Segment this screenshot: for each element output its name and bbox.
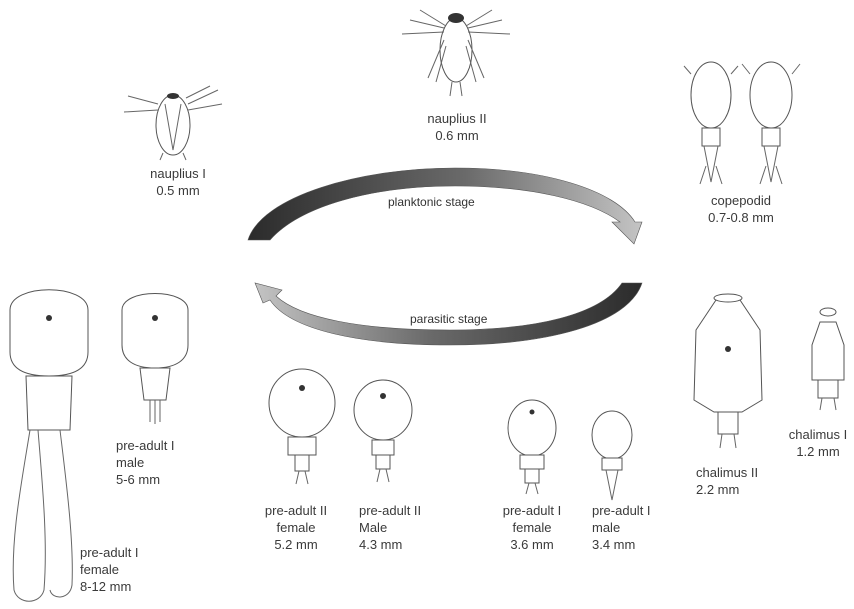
- stage-sex: female: [488, 519, 576, 536]
- stage-size: 8-12 mm: [80, 578, 139, 595]
- adult-female-label: pre-adult I female 8-12 mm: [80, 544, 139, 595]
- stage-sex: Male: [359, 519, 421, 536]
- stage-sex: male: [116, 454, 175, 471]
- adult-male-label: pre-adult I male 5-6 mm: [116, 437, 175, 488]
- preadult-1-female-label: pre-adult I female 3.6 mm: [488, 502, 576, 553]
- stage-name: pre-adult I: [80, 544, 139, 561]
- preadult-1-male-label: pre-adult I male 3.4 mm: [592, 502, 651, 553]
- nauplius-2-drawing: [402, 10, 510, 96]
- stage-size: 4.3 mm: [359, 536, 421, 553]
- stage-size: 3.6 mm: [488, 536, 576, 553]
- chalimus-2-label: chalimus II 2.2 mm: [696, 464, 758, 498]
- chalimus-2-drawing: [694, 294, 762, 448]
- nauplius-1-label: nauplius I 0.5 mm: [138, 165, 218, 199]
- planktonic-stage-label: planktonic stage: [388, 195, 475, 209]
- stage-size: 0.5 mm: [138, 182, 218, 199]
- nauplius-2-label: nauplius II 0.6 mm: [415, 110, 499, 144]
- stage-size: 5-6 mm: [116, 471, 175, 488]
- copepodid-label: copepodid 0.7-0.8 mm: [696, 192, 786, 226]
- preadult-1-female-drawing: [508, 400, 556, 494]
- preadult-2-female-drawing: [269, 369, 335, 484]
- stage-name: pre-adult I: [592, 502, 651, 519]
- stage-name: pre-adult I: [488, 502, 576, 519]
- stage-name: nauplius I: [138, 165, 218, 182]
- stage-name: pre-adult II: [359, 502, 421, 519]
- stage-name: chalimus I: [782, 426, 854, 443]
- stage-sex: male: [592, 519, 651, 536]
- chalimus-1-label: chalimus I 1.2 mm: [782, 426, 854, 460]
- stage-name: chalimus II: [696, 464, 758, 481]
- stage-size: 3.4 mm: [592, 536, 651, 553]
- stage-name: pre-adult I: [116, 437, 175, 454]
- adult-male-drawing: [122, 294, 188, 425]
- stage-name: nauplius II: [415, 110, 499, 127]
- stage-sex: female: [250, 519, 342, 536]
- chalimus-1-drawing: [812, 308, 844, 410]
- stage-size: 5.2 mm: [250, 536, 342, 553]
- stage-size: 1.2 mm: [782, 443, 854, 460]
- stage-name: copepodid: [696, 192, 786, 209]
- copepodid-drawing: [684, 62, 800, 184]
- preadult-2-male-label: pre-adult II Male 4.3 mm: [359, 502, 421, 553]
- adult-female-drawing: [10, 290, 88, 602]
- stage-size: 0.7-0.8 mm: [696, 209, 786, 226]
- preadult-2-female-label: pre-adult II female 5.2 mm: [250, 502, 342, 553]
- parasitic-stage-label: parasitic stage: [410, 312, 487, 326]
- stage-name: pre-adult II: [250, 502, 342, 519]
- stage-size: 0.6 mm: [415, 127, 499, 144]
- preadult-2-male-drawing: [354, 380, 412, 482]
- nauplius-1-drawing: [124, 86, 222, 160]
- preadult-1-male-drawing: [592, 411, 632, 500]
- stage-size: 2.2 mm: [696, 481, 758, 498]
- stage-sex: female: [80, 561, 139, 578]
